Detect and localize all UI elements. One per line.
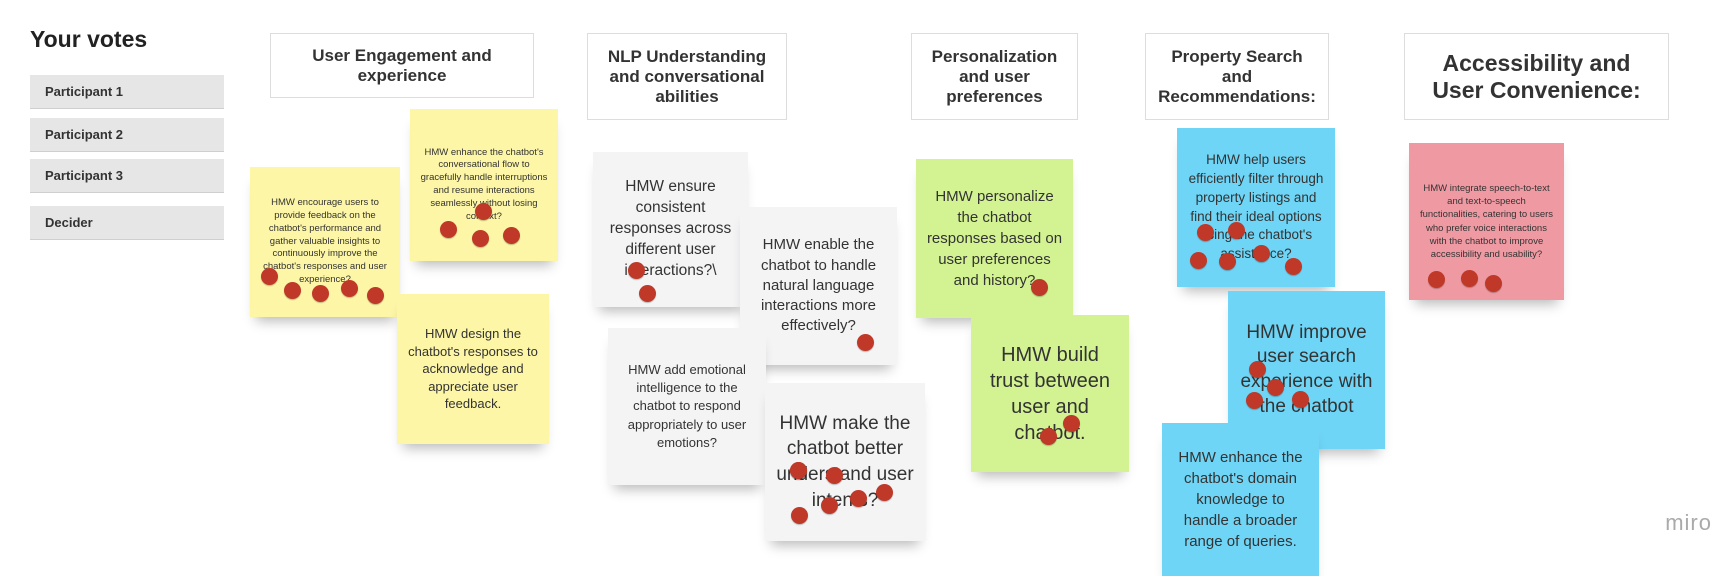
vote-dot	[1190, 252, 1207, 269]
vote-dot	[1040, 428, 1057, 445]
column-header-nlp-understanding[interactable]: NLP Understanding and conversational abi…	[587, 33, 787, 120]
sticky-note-personalize-responses[interactable]: HMW personalize the chatbot responses ba…	[916, 159, 1073, 318]
sticky-note-search-experience[interactable]: HMW improve user search experience with …	[1228, 291, 1385, 449]
miro-logo: miro	[1665, 510, 1712, 535]
vote-dot	[876, 484, 893, 501]
vote-dot	[1267, 379, 1284, 396]
participant-1-button[interactable]: Participant 1	[30, 75, 224, 109]
sticky-note-domain-knowledge[interactable]: HMW enhance the chatbot's domain knowled…	[1162, 423, 1319, 576]
vote-dot	[628, 262, 645, 279]
vote-dot	[1253, 245, 1270, 262]
vote-dot	[826, 467, 843, 484]
vote-dot	[284, 282, 301, 299]
vote-dot	[1461, 270, 1478, 287]
sticky-note-emotional-intelligence[interactable]: HMW add emotional intelligence to the ch…	[608, 328, 766, 485]
vote-dot	[1228, 222, 1245, 239]
sticky-note-build-trust[interactable]: HMW build trust between user and chatbot…	[971, 315, 1129, 472]
vote-dot	[1031, 279, 1048, 296]
column-header-personalization[interactable]: Personalization and user preferences	[911, 33, 1078, 120]
vote-dot	[261, 268, 278, 285]
vote-dot	[475, 203, 492, 220]
vote-dot	[1428, 271, 1445, 288]
vote-dot	[312, 285, 329, 302]
decider-button[interactable]: Decider	[30, 206, 224, 240]
sticky-note-consistent-responses[interactable]: HMW ensure consistent responses across d…	[593, 152, 748, 307]
participant-2-button[interactable]: Participant 2	[30, 118, 224, 152]
sticky-note-acknowledge-feedback[interactable]: HMW design the chatbot's responses to ac…	[397, 294, 549, 444]
vote-dot	[1246, 392, 1263, 409]
your-votes-title: Your votes	[30, 26, 148, 52]
vote-dot	[1197, 224, 1214, 241]
vote-dot	[857, 334, 874, 351]
sticky-note-user-intents[interactable]: HMW make the chatbot better understand u…	[765, 383, 925, 541]
vote-dot	[472, 230, 489, 247]
vote-dot	[1485, 275, 1502, 292]
vote-dot	[821, 497, 838, 514]
vote-dot	[791, 507, 808, 524]
vote-dot	[639, 285, 656, 302]
vote-dot	[790, 462, 807, 479]
vote-dot	[1219, 253, 1236, 270]
column-header-accessibility[interactable]: Accessibility and User Convenience:	[1404, 33, 1669, 120]
vote-dot	[1249, 361, 1266, 378]
vote-dot	[1285, 258, 1302, 275]
vote-dot	[367, 287, 384, 304]
vote-dot	[1063, 415, 1080, 432]
vote-dot	[341, 280, 358, 297]
column-header-property-search[interactable]: Property Search and Recommendations:	[1145, 33, 1329, 120]
vote-dot	[440, 221, 457, 238]
participant-3-button[interactable]: Participant 3	[30, 159, 224, 193]
vote-dot	[1292, 391, 1309, 408]
vote-dot	[850, 490, 867, 507]
column-header-user-engagement[interactable]: User Engagement and experience	[270, 33, 534, 98]
vote-dot	[503, 227, 520, 244]
